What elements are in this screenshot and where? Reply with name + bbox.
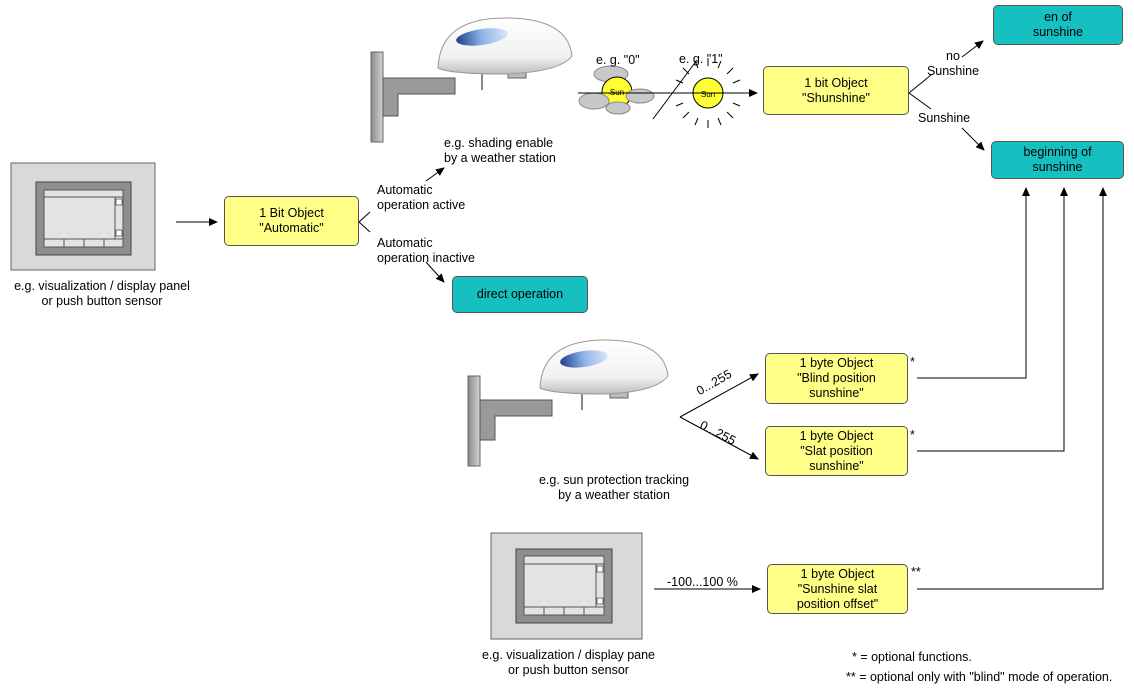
blind-position-object: 1 byte Object "Blind position sunshine" [765,353,908,404]
slat-offset-object: 1 byte Object "Sunshine slat position of… [767,564,908,614]
shading-enable-caption: e.g. shading enable by a weather station [444,136,556,165]
direct-operation-state: direct operation [452,276,588,313]
footnote-optional-blind: ** = optional only with "blind" mode of … [846,670,1113,684]
slat-position-object: 1 byte Object "Slat position sunshine" [765,426,908,476]
connectors [176,40,1107,593]
footnote-optional: * = optional functions. [852,650,972,664]
value-zero-label: e. g. "0" [596,53,640,67]
display-panel-top-caption: e.g. visualization / display panel or pu… [14,279,190,308]
sunshine-object: 1 bit Object "Shunshine" [763,66,909,115]
sunshine-label: Sunshine [918,111,971,125]
no-sunshine-label: no Sunshine [926,49,980,78]
automatic-object: 1 Bit Object "Automatic" [224,196,359,246]
display-panel-bottom-caption: e.g. visualization / display pane or pus… [481,648,656,677]
feedback-slat-position [917,187,1068,452]
arrow-to-end-of-sunshine [961,40,984,58]
arrow-to-slat-position [679,416,759,460]
weather-station-top [370,17,573,143]
value-one-label: e. g. "1" [679,52,723,66]
blind-optional-marker: * [910,355,915,369]
feedback-blind-position [917,187,1030,379]
auto-inactive-label: Automatic operation inactive [377,236,475,265]
auto-active-label: Automatic operation active [377,183,466,212]
offset-optional-marker: ** [911,565,921,579]
sun-tracking-caption: e.g. sun protection tracking by a weathe… [538,473,690,502]
end-of-sunshine-state: en of sunshine [993,5,1123,45]
sun-glyph-bright: Sun [700,90,716,99]
arrow-to-shading-enable [425,167,445,182]
arrow-to-beginning-of-sunshine [961,127,985,151]
slat-optional-marker: * [910,428,915,442]
display-panel-top [10,162,156,271]
display-panel-bottom [490,532,643,640]
signal-separator [652,59,698,120]
arrow-to-direct-operation [425,261,445,283]
sun-glyph-cloudy: Sun [609,88,625,97]
weather-station-bottom [467,339,669,467]
arrow-to-blind-position [679,373,759,418]
feedback-slat-offset [917,187,1107,590]
offset-range-label: -100...100 % [667,575,738,589]
beginning-of-sunshine-state: beginning of sunshine [991,141,1124,179]
